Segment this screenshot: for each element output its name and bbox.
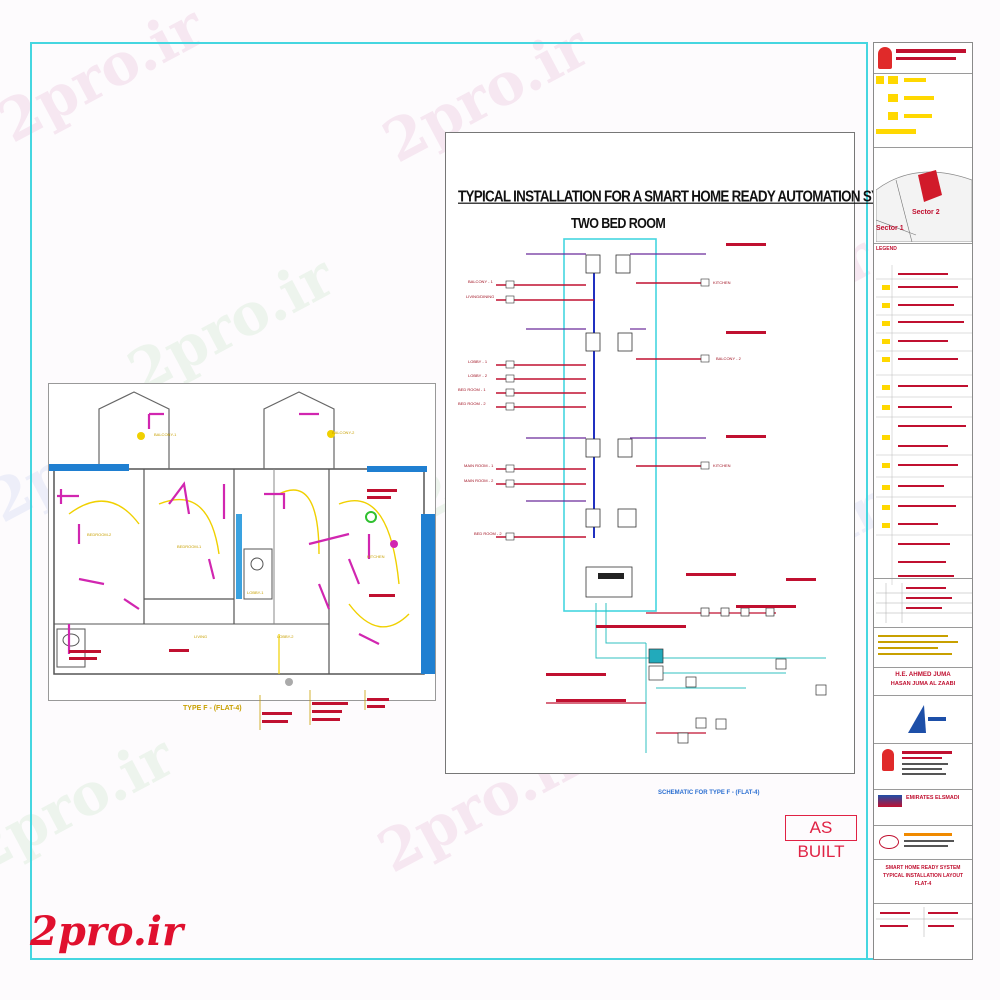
divider (874, 859, 972, 860)
rev-text (904, 114, 932, 118)
consultant-logo (908, 705, 946, 733)
frame-bottom-rule (666, 958, 972, 960)
schematic-room-label: BED ROOM - 2 (458, 401, 486, 406)
as-built-stamp: AS BUILT (785, 815, 857, 861)
divider (874, 147, 972, 148)
divider (874, 789, 972, 790)
company-name-ar (896, 49, 966, 53)
divider (874, 695, 972, 696)
map-sector-2: Sector 2 (912, 209, 940, 216)
rev-text (876, 129, 916, 134)
room-label: BEDROOM-2 (87, 532, 112, 537)
rev-marker (888, 112, 898, 120)
rev-text (904, 96, 934, 100)
drawing-title-3: FLAT-4 (914, 881, 932, 887)
contractor-logo-icon (878, 795, 902, 807)
site-logo[interactable]: 2pro.ir (30, 908, 184, 955)
subcontractor-details (904, 833, 954, 847)
map-sector-1: Sector 1 (876, 225, 904, 232)
schematic-room-label: KITCHEN (713, 463, 731, 468)
title-block[interactable]: Sector 1 Sector 2 LEGEND (873, 42, 973, 960)
rev-marker (888, 94, 898, 102)
rev-marker (888, 76, 898, 84)
schematic-room-label: MAIN ROOM - 1 (464, 463, 494, 468)
room-label: KITCHEN (367, 554, 385, 559)
schematic-room-label: BED ROOM - 1 (458, 387, 486, 392)
schematic-room-label: MAIN ROOM - 2 (464, 478, 494, 483)
floor-plan[interactable]: BALCONY-1 BALCONY-2 BEDROOM-2 BEDROOM-1 … (48, 383, 436, 701)
legend-heading: LEGEND (876, 246, 897, 252)
schematic-panel[interactable]: TYPICAL INSTALLATION FOR A SMART HOME RE… (445, 132, 914, 774)
location-map (876, 170, 972, 242)
schematic-caption: SCHEMATIC FOR TYPE F - (FLAT-4) (658, 790, 760, 796)
room-label: BEDROOM-1 (177, 544, 202, 549)
contractor-name: EMIRATES ELSMADI (906, 795, 960, 801)
company-name-en (896, 57, 956, 60)
divider (874, 667, 972, 668)
project-info (878, 635, 958, 655)
divider (874, 825, 972, 826)
room-label: LOBBY-2 (277, 634, 294, 639)
room-label: LIVING (194, 634, 208, 639)
schematic-room-label: LIVING/DINING (466, 294, 495, 299)
schematic-room-label: LOBBY - 2 (468, 373, 488, 378)
floor-plan-caption: TYPE F - (FLAT-4) (183, 705, 242, 712)
schematic-room-label: BALCONY - 2 (716, 356, 741, 361)
room-label: LOBBY-1 (247, 590, 264, 595)
schematic-room-label: BED ROOM - 2 (474, 531, 502, 536)
divider (874, 73, 972, 74)
drawing-title-2: TYPICAL INSTALLATION LAYOUT (882, 873, 964, 879)
divider (874, 627, 972, 628)
client-name-2: HASAN JUMA AL ZAABI (890, 681, 956, 687)
drawing-number-table (876, 907, 972, 937)
schematic-room-label: KITCHEN (713, 280, 731, 285)
revision-table (876, 583, 972, 623)
legend-table (876, 265, 972, 585)
rev-text (904, 78, 926, 82)
schematic-room-label: BALCONY - 1 (468, 279, 493, 284)
schematic-title: TYPICAL INSTALLATION FOR A SMART HOME RE… (458, 187, 914, 205)
room-label: BALCONY-1 (154, 432, 177, 437)
divider (874, 578, 972, 579)
drawing-title-1: SMART HOME READY SYSTEM (885, 865, 961, 871)
schematic-wiring (496, 238, 827, 753)
divider (874, 243, 972, 244)
owner-logo-icon (882, 749, 894, 771)
subcontractor-logo-icon (879, 835, 899, 849)
floor-plan-drawing (49, 391, 435, 686)
client-name-1: H.E. AHMED JUMA (895, 671, 951, 678)
divider (874, 903, 972, 904)
schematic-room-label: LOBBY - 1 (468, 359, 488, 364)
sheet-frame (30, 42, 868, 960)
owner-details (902, 751, 952, 775)
schematic-subtitle: TWO BED ROOM (571, 215, 666, 232)
floor-plan-callouts (259, 690, 389, 730)
rev-marker (876, 76, 884, 84)
room-label: BALCONY-2 (332, 430, 355, 435)
divider (874, 743, 972, 744)
company-logo-icon (878, 47, 892, 69)
